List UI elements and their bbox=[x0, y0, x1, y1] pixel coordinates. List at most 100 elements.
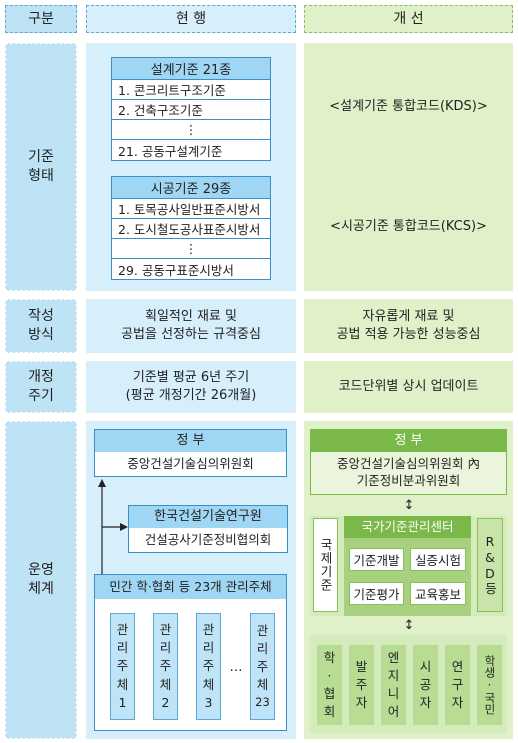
row-label-form-l2: 형태 bbox=[28, 168, 54, 184]
manager-box: 관 리 주 체 2 bbox=[153, 613, 178, 720]
writing-current-l1: 획일적인 재료 및 bbox=[145, 309, 237, 325]
construction-standards-title: 시공기준 29종 bbox=[112, 177, 270, 199]
row-label-operation-l1: 운영 bbox=[28, 562, 54, 579]
row-label-writing-l2: 방식 bbox=[28, 327, 54, 343]
stakeholder-box: 학 · 협 회 bbox=[317, 645, 342, 725]
manager-char: 체 bbox=[116, 676, 129, 692]
row-label-writing-l1: 작성 bbox=[28, 308, 54, 325]
construction-standard-item: 1. 토목공사일반표준시방서 bbox=[112, 199, 270, 219]
stakeholder-char: 국민 bbox=[482, 692, 497, 716]
private-bodies-title: 민간 학·협회 등 23개 관리주체 bbox=[95, 575, 286, 599]
stakeholder-char: · bbox=[327, 667, 332, 683]
current-gov-title: 정 부 bbox=[95, 430, 286, 452]
stakeholder-char: 니 bbox=[387, 686, 400, 701]
intl-standards: 국제기준 bbox=[313, 518, 338, 612]
stakeholder-char: 구 bbox=[451, 676, 464, 692]
design-standards-title: 설계기준 21종 bbox=[112, 58, 270, 80]
rnd-box: R&D등 bbox=[477, 518, 503, 612]
stakeholder-char: 어 bbox=[387, 704, 400, 720]
stakeholder-char: 자 bbox=[355, 695, 368, 711]
manager-char: 관 bbox=[116, 622, 129, 638]
revision-improved-cell: 코드단위별 상시 업데이트 bbox=[304, 361, 513, 413]
stakeholder-char: 협 bbox=[323, 686, 336, 701]
writing-improved-cell: 자유롭게 재료 및 공법 적용 가능한 성능중심 bbox=[304, 299, 513, 353]
updown-arrow-icon: ↕ bbox=[403, 497, 415, 513]
form-current-cell: 설계기준 21종 1. 콘크리트구조기준 2. 건축구조기준 ⋮ 21. 공동구… bbox=[86, 43, 296, 291]
manager-char: 리 bbox=[116, 640, 129, 656]
improved-committee-l1: 중앙건설기술심의위원회 內 bbox=[337, 456, 480, 472]
construction-standard-item: 29. 공동구표준시방서 bbox=[118, 262, 234, 278]
writing-improved-l1: 자유롭게 재료 및 bbox=[362, 309, 455, 325]
improved-gov-box: 정 부 중앙건설기술심의위원회 內 기준정비분과위원회 bbox=[310, 429, 507, 495]
kict-committee: 건설공사기준정비협의회 bbox=[144, 532, 272, 548]
stakeholder-char: 학생 bbox=[482, 654, 497, 678]
current-gov-committee: 중앙건설기술심의위원회 bbox=[127, 456, 254, 472]
updown-arrow-icon: ↕ bbox=[403, 617, 415, 633]
improved-gov-committee: 중앙건설기술심의위원회 內 기준정비분과위원회 bbox=[311, 452, 506, 494]
manager-box: 관 리 주 체 1 bbox=[110, 613, 135, 720]
writing-improved-l2: 공법 적용 가능한 성능중심 bbox=[336, 327, 481, 342]
kict-title: 한국건설기술연구원 bbox=[129, 506, 287, 528]
stakeholder-char: 연 bbox=[451, 658, 464, 674]
center-band: 국제기준 국가기준관리센터 기준개발 실증시험 기준평가 교육홍보 R&D등 bbox=[310, 516, 507, 616]
stakeholder-box: 학생 · 국민 bbox=[477, 645, 502, 725]
design-standard-ellipsis: ⋮ bbox=[112, 120, 270, 140]
writing-current-l2: 공법을 선정하는 규격중심 bbox=[121, 327, 261, 342]
manager-char: 관 bbox=[256, 622, 269, 638]
construction-standard-item: 2. 도시철도공사표준시방서 bbox=[112, 219, 270, 239]
construction-standards-box: 시공기준 29종 1. 토목공사일반표준시방서 2. 도시철도공사표준시방서 ⋮… bbox=[111, 176, 271, 280]
manager-number: 23 bbox=[255, 695, 270, 710]
improved-design-code: <설계기준 통합코드(KDS)> bbox=[329, 99, 488, 115]
national-center-title: 국가기준관리센터 bbox=[344, 516, 471, 538]
manager-char: 주 bbox=[202, 658, 215, 674]
design-standard-item: 1. 콘크리트구조기준 bbox=[112, 80, 270, 100]
manager-number: 3 bbox=[204, 694, 213, 710]
revision-current-l2: (평균 개정기간 26개월) bbox=[125, 388, 257, 403]
stakeholder-box: 엔 지 니 어 bbox=[381, 645, 406, 725]
manager-ellipsis: … bbox=[229, 659, 243, 675]
manager-number: 2 bbox=[161, 694, 170, 710]
row-label-revision-l2: 주기 bbox=[28, 388, 54, 404]
manager-char: 리 bbox=[159, 640, 172, 656]
operation-improved-cell: 정 부 중앙건설기술심의위원회 內 기준정비분과위원회 ↕ 국제기준 국가기준관… bbox=[304, 421, 513, 739]
improved-gov-title: 정 부 bbox=[311, 430, 506, 452]
stakeholder-box: 연 구 자 bbox=[445, 645, 470, 725]
stakeholder-char: 주 bbox=[355, 676, 368, 692]
stakeholder-box: 시 공 자 bbox=[413, 645, 438, 725]
kict-box: 한국건설기술연구원 건설공사기준정비협의회 bbox=[128, 505, 288, 553]
manager-char: 체 bbox=[256, 677, 269, 693]
stakeholder-char: 학 bbox=[323, 649, 336, 665]
stakeholder-char: 지 bbox=[387, 667, 400, 683]
row-label-operation-l2: 체계 bbox=[28, 581, 54, 597]
manager-char: 리 bbox=[202, 640, 215, 656]
manager-box: 관 리 주 체 23 bbox=[250, 613, 275, 720]
row-label-writing: 작성 방식 bbox=[5, 299, 77, 353]
manager-char: 리 bbox=[256, 641, 269, 657]
center-task: 기준개발 bbox=[349, 548, 404, 571]
revision-current-l1: 기준별 평균 6년 주기 bbox=[132, 370, 250, 386]
stakeholder-char: 공 bbox=[419, 676, 432, 692]
manager-char: 주 bbox=[116, 658, 129, 674]
stakeholder-char: · bbox=[487, 677, 492, 692]
header-category: 구분 bbox=[5, 5, 77, 33]
private-bodies-box: 민간 학·협회 등 23개 관리주체 관 리 주 체 1 관 리 주 체 2 관… bbox=[94, 574, 287, 731]
row-label-form-l1: 기준 bbox=[28, 149, 54, 166]
manager-char: 관 bbox=[159, 622, 172, 638]
center-task: 기준평가 bbox=[349, 582, 404, 605]
manager-char: 체 bbox=[202, 676, 215, 692]
center-task: 실증시험 bbox=[410, 548, 466, 571]
manager-char: 주 bbox=[159, 658, 172, 674]
stakeholder-char: 회 bbox=[323, 704, 336, 720]
row-label-revision: 개정 주기 bbox=[5, 361, 77, 413]
hierarchy-arrows bbox=[98, 479, 128, 574]
stakeholder-char: 엔 bbox=[387, 649, 400, 665]
manager-char: 체 bbox=[159, 676, 172, 692]
design-standards-box: 설계기준 21종 1. 콘크리트구조기준 2. 건축구조기준 ⋮ 21. 공동구… bbox=[111, 57, 271, 161]
stakeholder-char: 발 bbox=[355, 658, 368, 674]
construction-standard-ellipsis: ⋮ bbox=[112, 239, 270, 259]
stakeholder-char: 자 bbox=[419, 695, 432, 711]
revision-current-cell: 기준별 평균 6년 주기 (평균 개정기간 26개월) bbox=[86, 361, 296, 413]
form-improved-cell: <설계기준 통합코드(KDS)> <시공기준 통합코드(KCS)> bbox=[304, 43, 513, 291]
row-label-form: 기준 형태 bbox=[5, 43, 77, 291]
stakeholder-box: 발 주 자 bbox=[349, 645, 374, 725]
